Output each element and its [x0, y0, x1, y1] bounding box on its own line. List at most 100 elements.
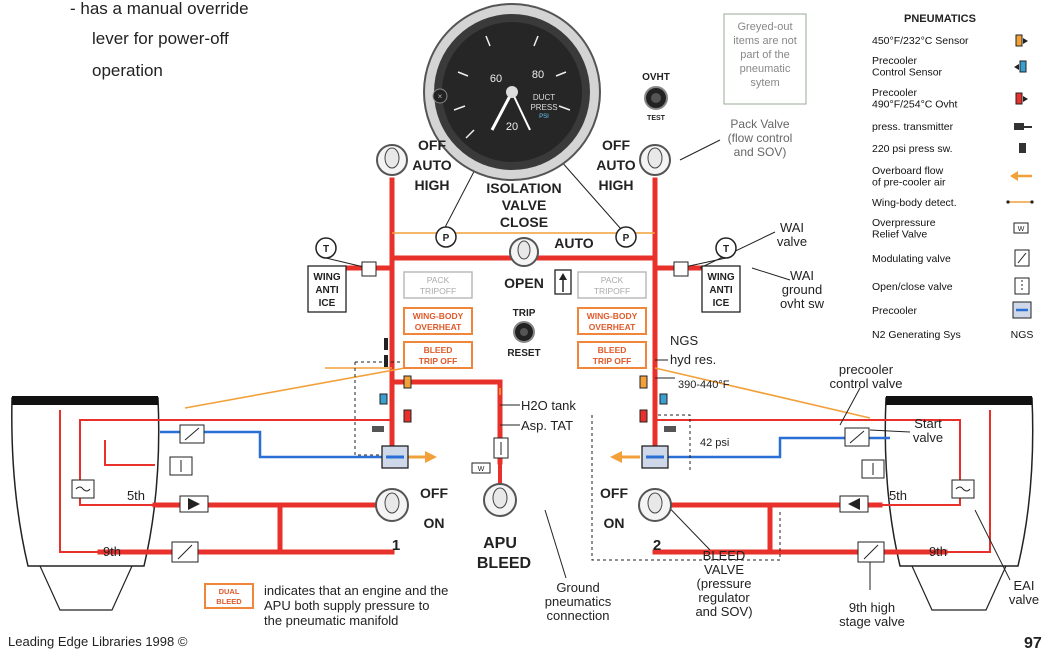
bto-right-line2: TRIP OFF	[593, 356, 632, 366]
asp-tat-label: Asp. TAT	[521, 418, 573, 433]
bleed-valve-line2: VALVE	[704, 562, 744, 577]
precooler-ducts	[160, 430, 890, 459]
modulating-valve-icon	[1014, 249, 1030, 267]
bleed-valve-line1: BLEED	[703, 548, 746, 563]
hyd-res-label: hyd res.	[670, 352, 716, 367]
legend-label: 220 psi press sw.	[872, 143, 953, 155]
start-valve-line1: Start	[914, 416, 942, 431]
wbo-left-line2: OVERHEAT	[415, 322, 462, 332]
h2o-tank-label: H2O tank	[521, 398, 576, 413]
bleed-2-number: 2	[653, 537, 661, 554]
ninth-high-line2: stage valve	[839, 614, 905, 629]
wai-ground-line2: ground	[782, 282, 822, 297]
wbo-left-line1: WING-BODY	[413, 311, 464, 321]
dual-bleed-line2: BLEED	[216, 597, 242, 606]
legend-label: Precooler	[872, 305, 917, 317]
precooler-right	[641, 445, 669, 469]
wing-body-overheat-light-right: WING-BODY OVERHEAT	[577, 307, 647, 335]
dual-note-line3: the pneumatic manifold	[264, 613, 398, 628]
ovht-label: OVHT	[642, 72, 670, 83]
gauge-tick-60: 60	[490, 73, 502, 85]
pack-tripoff-left-line2: TRIPOFF	[420, 286, 456, 296]
ninth-high-line1: 9th high	[849, 600, 895, 615]
trip-label: TRIP	[513, 308, 536, 319]
pack-left-auto: AUTO	[412, 157, 452, 173]
apu-bleed-switch[interactable]: APU BLEED	[477, 483, 531, 572]
bleed-ducts	[97, 177, 948, 555]
isolation-valve-switch[interactable]: ISOLATION VALVE CLOSE AUTO OPEN	[486, 180, 593, 291]
apu-label-line2: BLEED	[477, 555, 531, 572]
gauge-t-left-label: T	[323, 244, 329, 255]
precooler-icon	[1012, 301, 1032, 319]
dual-note-line1: indicates that an engine and the	[264, 583, 448, 598]
ovht-test-label: TEST	[647, 115, 666, 122]
intro-note-line1: - has a manual override	[70, 0, 249, 18]
apu-valves: W	[471, 437, 509, 474]
component-labels: WAI valve WAI ground ovht sw NGS hyd res…	[103, 220, 1039, 629]
legend-label: 450°F/232°C Sensor	[872, 35, 969, 47]
ninth-stage-right: 9th	[929, 544, 947, 559]
gauge-label-press: PRESS	[530, 103, 557, 112]
wing-anti-ice-right[interactable]: WING ANTI ICE	[673, 261, 741, 313]
left-engine	[11, 396, 160, 611]
dual-note-line2: APU both supply pressure to	[264, 598, 429, 613]
greyed-note-line2: items are not	[733, 35, 797, 47]
left-engine-valves	[71, 424, 209, 563]
bto-left-line2: TRIP OFF	[419, 356, 458, 366]
duct-pressure-gauge: 60 80 20 DUCT PRESS PSI ×	[423, 3, 601, 181]
isolation-close: CLOSE	[500, 214, 548, 230]
temp-gauge-left: T	[315, 237, 369, 269]
pressure-gauge-left: P	[435, 226, 457, 248]
pack-switch-right[interactable]: OFF AUTO HIGH	[596, 137, 671, 193]
pack-switch-left[interactable]: OFF AUTO HIGH	[376, 137, 452, 193]
gauge-p-right-label: P	[623, 233, 630, 244]
precooler-control-line1: precooler	[839, 362, 894, 377]
bleed-2-off: OFF	[600, 485, 628, 501]
wai-ground-line1: WAI	[790, 268, 814, 283]
greyed-note-line5: sytem	[750, 77, 779, 89]
isolation-label-line1: ISOLATION	[486, 180, 561, 196]
wai-left-line1: WING	[313, 272, 340, 283]
wing-anti-ice-left[interactable]: WING ANTI ICE	[307, 261, 377, 313]
wing-body-overheat-light-left: WING-BODY OVERHEAT	[403, 307, 473, 335]
press-switch-icon	[1019, 143, 1026, 153]
legend-item-orange-sensor: 450°F/232°C Sensor	[872, 34, 1028, 47]
blue-sensor-icon	[1014, 60, 1027, 73]
bto-left-line1: BLEED	[424, 345, 453, 355]
gauge-p-left-label: P	[443, 233, 450, 244]
bleed-switch-1[interactable]: OFF ON 1	[375, 485, 448, 554]
legend-item-open-close-valve: Open/close valve	[872, 277, 1030, 295]
pressure-gauge-right: P	[615, 226, 637, 248]
apu-label-line1: APU	[483, 535, 517, 552]
pack-tripoff-right-line1: PACK	[601, 275, 624, 285]
bleed-1-on: ON	[424, 515, 445, 531]
bto-right-line1: BLEED	[598, 345, 627, 355]
bleed-switch-2[interactable]: OFF ON 2	[600, 485, 672, 554]
wai-valve-line2: valve	[777, 234, 807, 249]
pack-tripoff-light-right: PACK TRIPOFF	[577, 271, 647, 299]
intro-note-line2: lever for power-off	[92, 29, 229, 48]
fifth-stage-left: 5th	[127, 488, 145, 503]
greyed-note-line4: pneumatic	[740, 63, 791, 75]
temp-range-label: 390-440°F	[678, 379, 730, 391]
ngs-tag: NGS	[1011, 329, 1034, 341]
greyed-out-note: Greyed-out items are not part of the pne…	[723, 13, 807, 105]
pack-left-high: HIGH	[415, 177, 450, 193]
ground-pneumatics-line2: pneumatics	[545, 594, 612, 609]
precooler-control-line2: control valve	[830, 376, 903, 391]
ground-pneumatics-line3: connection	[547, 608, 610, 623]
pack-right-auto: AUTO	[596, 157, 636, 173]
trip-reset-button[interactable]: TRIP RESET	[507, 308, 540, 359]
control-lines	[354, 361, 781, 561]
copyright: Leading Edge Libraries 1998 ©	[8, 634, 188, 649]
ovht-test-button[interactable]: OVHT TEST	[642, 72, 670, 122]
pack-tripoff-light-left: PACK TRIPOFF	[403, 271, 473, 299]
reset-label: RESET	[507, 348, 540, 359]
ngs-label: NGS	[670, 333, 699, 348]
